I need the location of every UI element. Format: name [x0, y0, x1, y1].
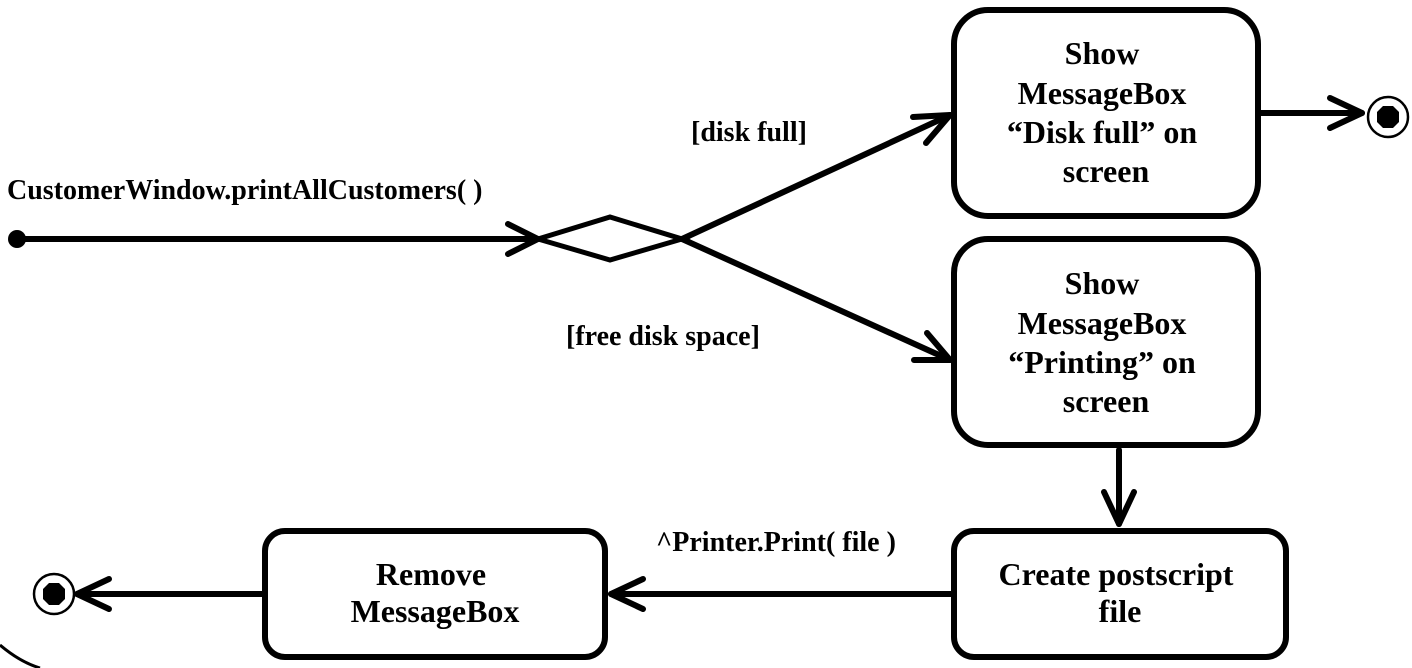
activity-show-printing-line: MessageBox [1018, 305, 1187, 341]
decision-node [529, 214, 691, 263]
disk-full-arrowhead [910, 112, 953, 146]
svg-text:Show MessageBox “Print: Show MessageBox “Printing” on screen [1008, 265, 1204, 419]
activity-show-disk-full-line: Show [1065, 35, 1140, 71]
printing-to-create-arrowhead [1101, 489, 1137, 527]
svg-text:Create postscript file: Create postscript file [999, 556, 1242, 629]
disk-full-end-arrowhead [1327, 95, 1365, 131]
activity-show-disk-full-line: MessageBox [1018, 75, 1187, 111]
activity-show-disk-full-line: screen [1063, 153, 1150, 189]
frame-border [0, 643, 41, 668]
activity-create-postscript-line: file [1099, 593, 1142, 629]
free-space-guard: [free disk space] [566, 321, 760, 352]
final-state-inner [43, 583, 65, 605]
activity-remove-messagebox-line: MessageBox [351, 593, 520, 629]
activity-remove-messagebox-line: Remove [376, 556, 486, 592]
svg-text:Remove MessageBox: Remove MessageBox [351, 556, 520, 629]
free-space-arrowhead [911, 330, 953, 363]
final-state-inner [1377, 106, 1399, 128]
send-event-label: ^Printer.Print( file ) [656, 527, 896, 558]
disk-full-guard: [disk full] [691, 117, 807, 148]
activity-create-postscript-line: Create postscript [999, 556, 1234, 592]
activity-show-printing [951, 236, 1261, 448]
disk-full-transition [679, 112, 953, 242]
remove-end-arrowhead [74, 576, 112, 612]
activity-show-printing-line: “Printing” on [1008, 344, 1196, 380]
activity-show-printing-line: screen [1063, 383, 1150, 419]
free-space-transition [679, 236, 953, 363]
trigger-label: CustomerWindow.printAllCustomers( ) [7, 175, 482, 206]
activity-show-printing-line: Show [1065, 265, 1140, 301]
send-event-arrowhead [608, 576, 646, 612]
activity-show-disk-full-line: “Disk full” on [1007, 114, 1197, 150]
svg-text:Show MessageBox “Disk: Show MessageBox “Disk full” on screen [1007, 35, 1205, 189]
